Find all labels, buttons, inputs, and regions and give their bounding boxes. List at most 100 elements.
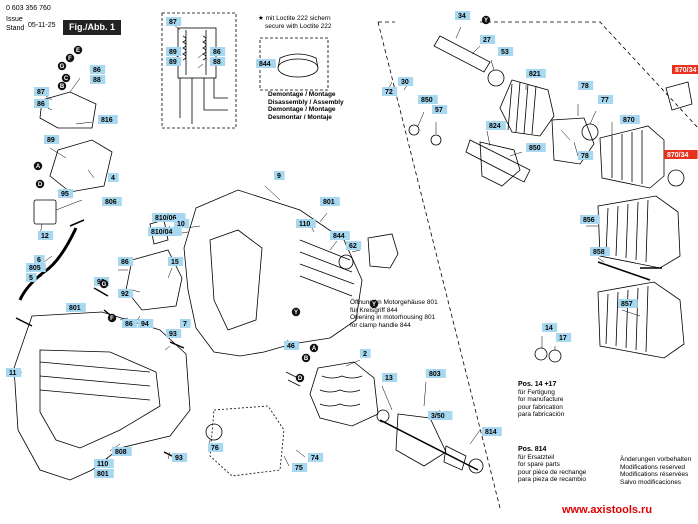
website-link[interactable]: www.axistools.ru [562,504,653,516]
label-text: 94 [141,321,149,328]
label-text: 75 [295,465,303,472]
label-text: 86 [125,321,133,328]
part-label: 2 [360,349,371,358]
label-text: 9 [277,173,281,180]
label-box [320,197,340,206]
part-label: 7 [180,319,191,328]
label-text: 856 [583,217,595,224]
part-label: 857 [618,299,638,308]
pos814-note: Pos. 814 für Ersatzteil for spare parts … [518,446,587,484]
part-label: 89 [44,135,60,144]
leader-lines [13,23,641,477]
part-label: 6 [34,255,45,264]
label-text: 34 [458,13,466,20]
label-text: 808 [115,449,127,456]
part-label: 87 [34,87,50,96]
bearing-front [376,409,390,423]
marker-letter: Y [372,302,376,308]
spindle [433,35,491,73]
label-box [172,453,188,462]
brush-block [33,199,57,225]
label-box [34,99,50,108]
part-label: 88 [210,57,226,66]
label-box [122,319,138,328]
marker-letter: Y [294,310,298,316]
gasket [209,405,285,477]
label-text: 93 [169,331,177,338]
part-label: 810/04 [148,227,182,236]
label-box [166,57,182,66]
washer-14 [534,347,548,361]
marker-letter: B [304,356,309,362]
label-text: 27 [483,37,491,44]
label-box [284,341,300,350]
demontage-note: Demontage / Montage Disassembly / Assemb… [268,91,344,121]
label-text: 2 [363,351,367,358]
part-label: 4 [108,173,119,182]
label-box [292,463,308,472]
label-box [34,255,45,264]
label-text: 15 [171,259,179,266]
part-label: 9 [274,171,285,180]
label-text: 870/34 [675,67,697,74]
marker-disc [301,353,311,363]
label-text: 77 [601,97,609,104]
label-text: 810/06 [155,215,177,222]
label-box [618,299,638,308]
label-box [66,303,86,312]
label-text: 801 [97,471,109,478]
nut-870-34 [667,169,685,187]
intermediate-shaft [465,139,531,183]
marker-letter: A [36,164,41,170]
changes-note: Änderungen vorbehalten Modifications res… [620,456,692,486]
label-text: 62 [349,243,357,250]
part-label: 75 [292,463,308,472]
part-label: 92 [118,289,134,298]
housing-window [209,229,263,331]
washer-17 [548,349,562,363]
part-label: 805 [26,263,46,272]
position-marker: Y [291,307,301,317]
position-marker: A [309,343,319,352]
part-label: 844 [256,59,276,68]
label-text: 46 [287,343,295,350]
position-marker: G [57,61,67,71]
part-label: 5 [26,273,37,282]
label-text: 814 [485,429,497,436]
label-box [556,333,572,342]
label-box [118,289,134,298]
label-text: 86 [213,49,221,56]
label-text: 17 [559,335,567,342]
position-marker: D [295,373,305,382]
part-label: 870 [620,115,640,124]
label-text: 88 [93,77,101,84]
label-text: 86 [93,67,101,74]
position-marker: Y [481,15,491,25]
label-text: 89 [169,49,177,56]
marker-letter: A [312,346,317,352]
gear-821-teeth [507,81,537,135]
label-box [208,443,224,452]
armature-core [395,413,447,467]
armature-commutator [443,445,467,471]
label-text: 53 [501,49,509,56]
position-marker: F [107,313,117,322]
handle-grip-lines [39,361,151,401]
part-label: 844 [330,231,350,240]
part-label: 801 [320,197,340,206]
marker-disc [35,179,45,189]
label-box [526,143,546,152]
label-box [174,219,190,228]
label-box [526,69,546,78]
label-text: 86 [37,101,45,108]
label-box [34,87,50,96]
part-label: 824 [486,121,506,130]
stand-label: Stand [6,25,25,32]
label-box [166,17,182,26]
part-label: 110 [296,219,316,228]
marker-disc [291,307,301,317]
label-text: 850 [421,97,433,104]
part-label: 850 [418,95,438,104]
issue-label: Issue [6,16,23,23]
